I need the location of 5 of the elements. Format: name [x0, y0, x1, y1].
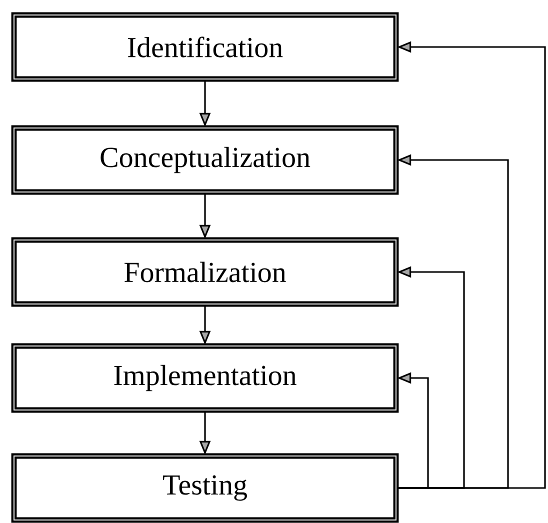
- process-box: Conceptualization: [11, 125, 399, 195]
- process-box: Identification: [11, 12, 399, 82]
- process-box: Testing: [11, 453, 399, 523]
- process-box: Implementation: [11, 343, 399, 413]
- process-box: Formalization: [11, 237, 399, 307]
